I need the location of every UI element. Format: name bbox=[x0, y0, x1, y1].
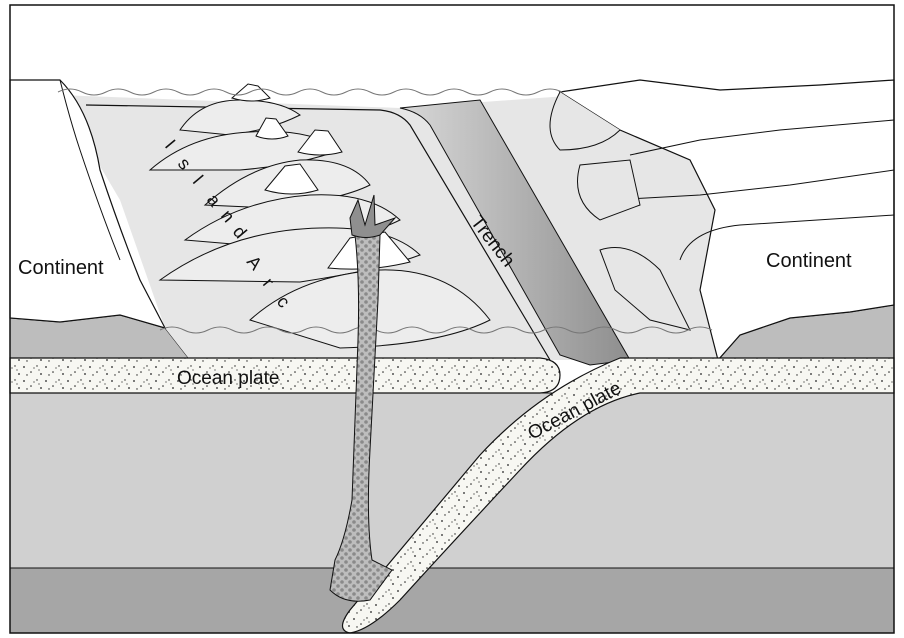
ocean-plate-flat-label: Ocean plate bbox=[177, 368, 279, 389]
volcano-icon bbox=[232, 84, 270, 101]
continent-left-label: Continent bbox=[18, 257, 104, 279]
continent-right-label: Continent bbox=[766, 250, 852, 272]
sea-surface-top bbox=[58, 89, 562, 95]
ocean-plate-flat bbox=[10, 358, 560, 393]
lower-mantle bbox=[10, 568, 894, 633]
